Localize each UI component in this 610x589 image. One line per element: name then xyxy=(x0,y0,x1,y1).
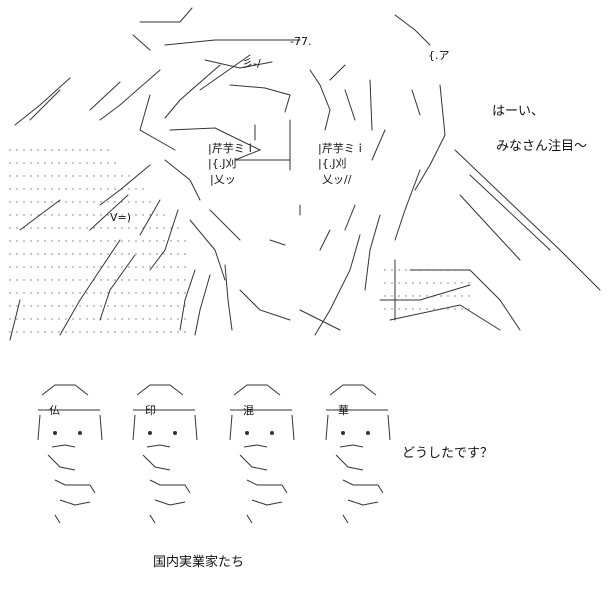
question-text: どうしたです？ xyxy=(402,446,494,461)
clothing-text-right: |芹芋ミｉ xyxy=(318,142,366,155)
top-tail-text: -77. xyxy=(290,35,312,48)
ribbon-text: {.ア xyxy=(428,49,450,62)
caption-text: 国内実業家たち xyxy=(153,555,245,570)
clothing-text-left: |芹芋ミｉ xyxy=(208,142,256,155)
hand-text-right: 乂ッ// xyxy=(322,173,352,186)
right-long-line xyxy=(454,149,601,291)
character-4-hat: 華 xyxy=(338,404,349,417)
small-characters xyxy=(37,384,391,524)
hair-right xyxy=(394,14,431,46)
hand-text-left: |乂ッ xyxy=(210,173,236,186)
v-marker-text: V=) xyxy=(110,211,132,224)
wave-text: 彡-/ xyxy=(242,57,261,70)
arm-text-right: |{.J刈 xyxy=(318,157,347,170)
hair-line-top xyxy=(139,7,193,23)
arm-text-left: |{.J刈 xyxy=(208,157,237,170)
dialogue-line-1: はーい、 xyxy=(492,104,545,119)
main-figure xyxy=(9,7,601,341)
dialogue-line-2: みなさん注目～ xyxy=(496,139,588,154)
character-1-hat: 仏 xyxy=(49,404,60,417)
character-2-hat: 印 xyxy=(145,404,156,417)
character-3-hat: 混 xyxy=(243,404,254,417)
hair-line-2 xyxy=(164,39,301,46)
dot-pattern xyxy=(9,149,470,333)
